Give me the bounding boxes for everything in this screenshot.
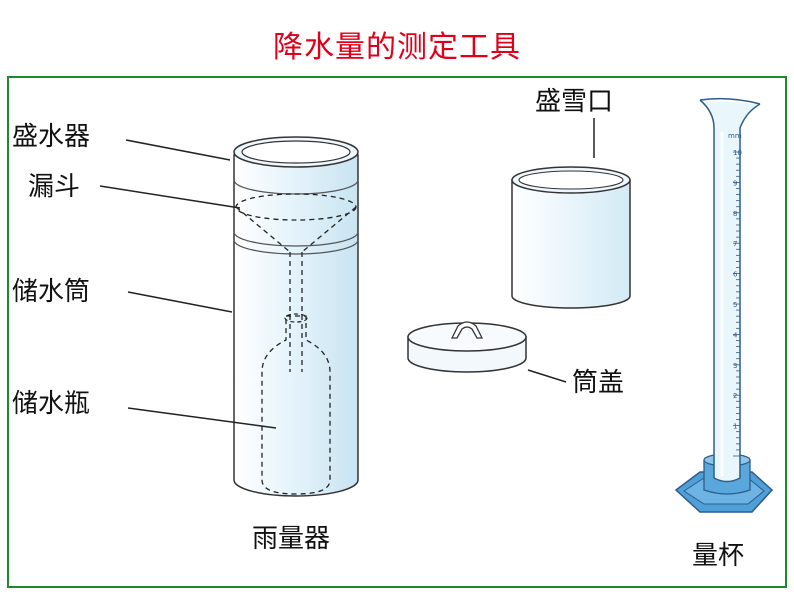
tube-cover — [407, 321, 527, 373]
scale-tick-label: 4 — [733, 331, 738, 339]
cover-handle — [450, 321, 484, 339]
label-container: 盛水器 — [12, 122, 90, 152]
scale-tick-label: 1 — [733, 423, 737, 431]
band-line — [233, 239, 359, 255]
bottle-neck — [284, 313, 308, 323]
band-line — [233, 231, 359, 247]
scale-tick-label: 6 — [733, 271, 738, 279]
cylinder-tick-labels: 10 9 8 7 6 5 4 3 2 1 — [733, 149, 742, 431]
page-title: 降水量的测定工具 — [273, 30, 521, 65]
label-storage-bottle: 储水瓶 — [12, 389, 90, 419]
scale-tick-label: 5 — [733, 301, 737, 309]
label-snow-collector: 盛雪口 — [535, 87, 613, 117]
scale-tick-label: 10 — [733, 149, 742, 157]
cylinder-scale — [733, 151, 740, 457]
diagram-frame — [7, 76, 787, 588]
snow-collector — [511, 166, 631, 309]
bottle-outline — [261, 315, 331, 495]
rain-gauge-body — [233, 154, 359, 497]
rain-gauge — [233, 136, 359, 497]
label-funnel: 漏斗 — [28, 172, 80, 202]
scale-tick-label: 2 — [733, 392, 737, 400]
measuring-cylinder: mm 10 9 8 7 6 5 4 3 2 1 — [674, 97, 774, 513]
scale-tick-label: 7 — [733, 240, 737, 248]
cylinder-unit-label: mm — [728, 132, 742, 140]
label-tube-cover: 筒盖 — [572, 368, 624, 398]
scale-tick-label: 8 — [733, 210, 737, 218]
cylinder-tube — [699, 99, 761, 483]
label-measuring-cup: 量杯 — [692, 541, 744, 571]
label-rain-gauge: 雨量器 — [252, 524, 330, 554]
label-storage-tube: 储水筒 — [12, 277, 90, 307]
rain-gauge-rim-inner — [241, 140, 351, 164]
scale-tick-label: 9 — [733, 179, 737, 187]
funnel-outline — [235, 193, 357, 372]
scale-tick-label: 3 — [733, 362, 737, 370]
leader-lines — [99, 118, 595, 429]
